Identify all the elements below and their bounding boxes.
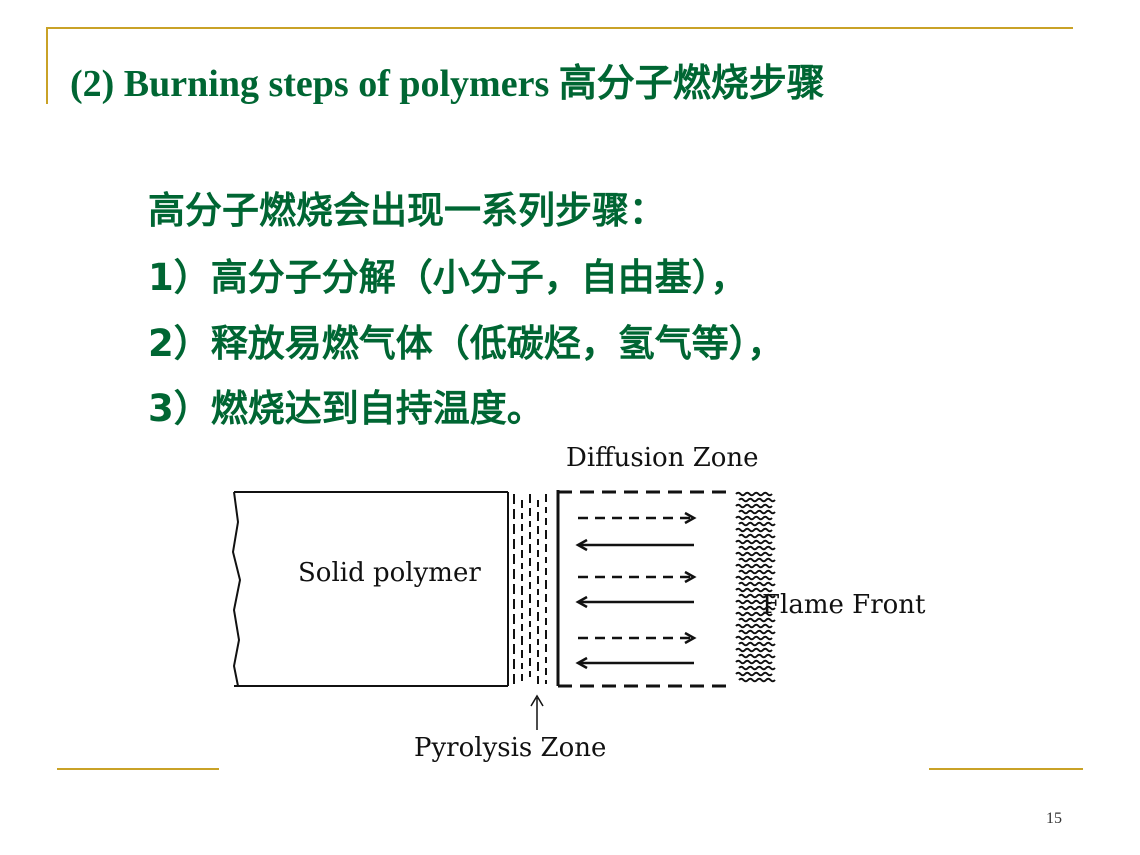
flame-wave	[735, 587, 773, 593]
left-flow-arrow	[575, 656, 694, 670]
step-2-line: 2）释放易燃气体（低碳烃，氢气等），	[148, 322, 785, 365]
right-flow-arrow	[578, 570, 697, 584]
left-flow-arrow	[575, 595, 694, 609]
solid-polymer-block	[231, 491, 509, 687]
flame-wave	[738, 593, 776, 599]
flame-wave	[735, 551, 773, 557]
flame-wave	[735, 491, 773, 497]
slide-title: (2) Burning steps of polymers 高分子燃烧步骤	[70, 63, 825, 105]
flame-wave	[735, 659, 773, 665]
flame-wave	[738, 509, 776, 515]
flame-wave	[735, 563, 773, 569]
flame-wave	[735, 527, 773, 533]
flame-wave	[738, 653, 776, 659]
top-rule	[46, 27, 1073, 29]
page-number: 15	[1046, 810, 1062, 827]
flame-wave	[735, 503, 773, 509]
pyrolysis-zone-label: Pyrolysis Zone	[414, 733, 606, 763]
flame-wave	[738, 581, 776, 587]
bottom-right-rule	[929, 768, 1083, 770]
flame-wave	[738, 605, 776, 611]
flame-wave	[738, 677, 776, 683]
flame-wave	[735, 575, 773, 581]
flame-wave	[735, 635, 773, 641]
flame-wave	[738, 665, 776, 671]
left-flow-arrow	[575, 538, 694, 552]
diffusion-zone-frame	[556, 490, 730, 688]
step-1-line: 1）高分子分解（小分子，自由基），	[148, 256, 748, 299]
flame-wave	[735, 599, 773, 605]
flame-wave	[738, 557, 776, 563]
burning-diagram: Diffusion Zone Solid polymer Flame Front…	[231, 443, 926, 763]
flame-front-waves	[735, 491, 776, 683]
flame-wave	[738, 533, 776, 539]
intro-line: 高分子燃烧会出现一系列步骤：	[148, 189, 666, 232]
flame-wave	[738, 545, 776, 551]
right-flow-arrow	[578, 631, 697, 645]
flame-wave	[735, 671, 773, 677]
flame-wave	[738, 641, 776, 647]
diffusion-zone-label: Diffusion Zone	[566, 443, 759, 473]
solid-polymer-label: Solid polymer	[298, 558, 481, 588]
flame-wave	[735, 515, 773, 521]
flame-wave	[738, 521, 776, 527]
pyrolysis-zone-dashes	[513, 494, 547, 684]
flame-wave	[738, 629, 776, 635]
flame-wave	[735, 623, 773, 629]
bottom-left-rule	[57, 768, 219, 770]
right-flow-arrow	[578, 511, 697, 525]
step-3-line: 3）燃烧达到自持温度。	[148, 387, 544, 430]
left-rule	[46, 27, 48, 104]
flame-wave	[738, 497, 776, 503]
flame-wave	[735, 539, 773, 545]
flame-wave	[738, 569, 776, 575]
flame-front-label: Flame Front	[762, 590, 926, 620]
pyrolysis-pointer-arrow	[530, 694, 544, 730]
flame-wave	[735, 611, 773, 617]
flame-wave	[738, 617, 776, 623]
flame-wave	[735, 647, 773, 653]
gas-flow-arrows	[575, 511, 697, 670]
